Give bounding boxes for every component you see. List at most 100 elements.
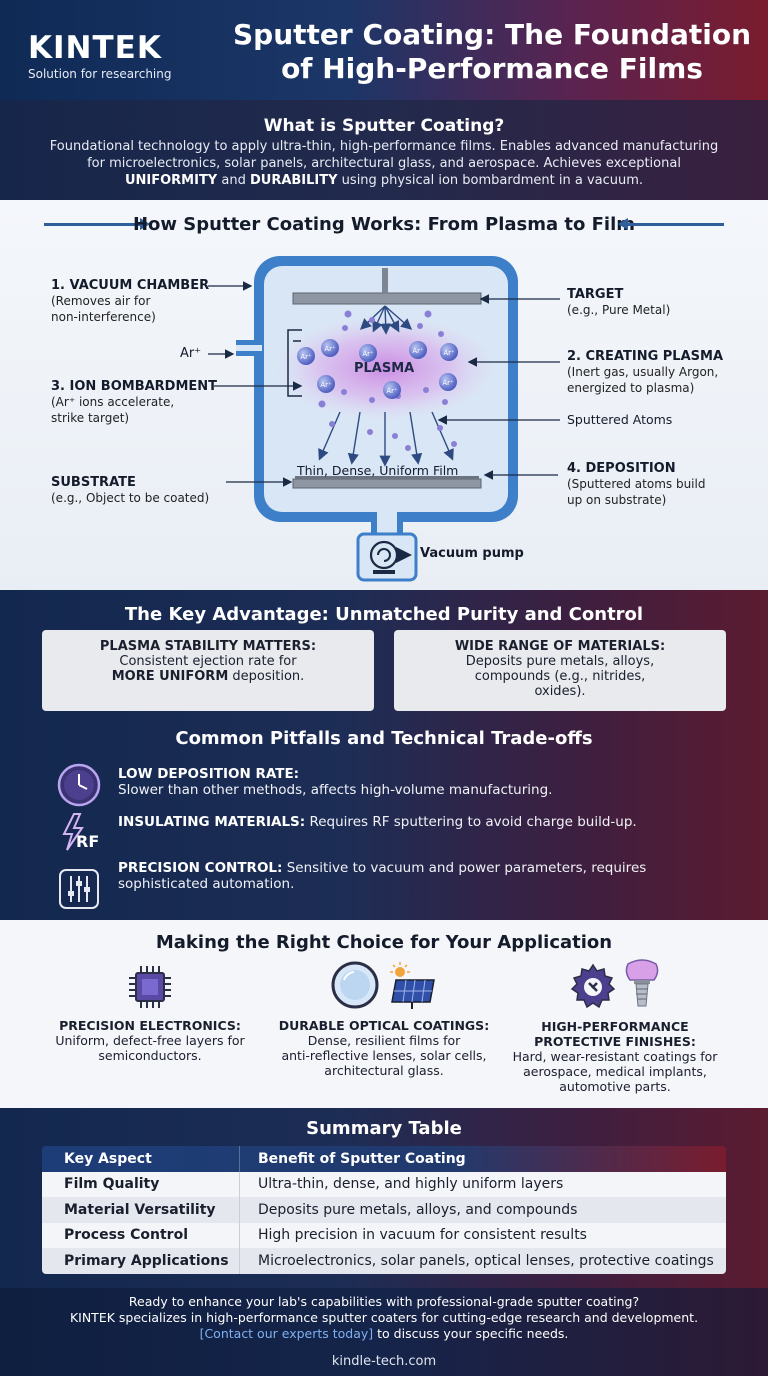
argon-ion-symbol: Ar⁺ [442,379,454,387]
pitfall-precision-text-2: sophisticated automation. [118,876,295,892]
sputter-arrows [359,305,413,335]
page-title: Sputter Coating: The Foundation of High-… [232,18,752,86]
argon-ion-symbol: Ar⁺ [320,381,332,389]
film-label: Thin, Dense, Uniform Film [297,463,459,478]
wide-materials-line-1: Deposits pure metals, alloys, [465,654,655,669]
right-arrow-icon [44,218,150,230]
substrate-plate [292,478,482,489]
footer-line-1: Ready to enhance your lab's capabilities… [128,1294,640,1309]
summary-table: Key Aspect Benefit of Sputter Coating Fi… [42,1146,726,1274]
pitfall-precision-text: Sensitive to vacuum and power parameters… [282,860,647,876]
argon-ion-symbol: Ar⁺ [362,350,374,358]
what-text-a: Foundational technology to apply ultra-t… [49,139,719,171]
argon-ion-symbol: Ar⁺ [412,347,424,355]
deposition-title: 4. DEPOSITION [567,461,676,476]
optical-coatings-line-2: anti-reflective lenses, solar cells, [281,1048,487,1063]
what-text-b: and [217,173,250,188]
argon-ion-symbol: Ar⁺ [386,387,398,395]
footer-line-2: KINTEK specializes in high-performance s… [69,1310,699,1325]
pitfall-precision-title: PRECISION CONTROL: [118,860,283,876]
pitfall-low-deposition-text: Slower than other methods, affects high-… [118,782,553,798]
page-title-line-1: Sputter Coating: The Foundation [233,18,751,51]
vacuum-chamber-desc-2: non-interference) [51,310,156,324]
pitfalls-title: Common Pitfalls and Technical Trade-offs [175,728,593,749]
plasma-stability-line-1: Consistent ejection rate for [119,654,297,669]
header-banner: KINTEK Solution for researching Sputter … [0,0,768,100]
ion-bombardment-label: 3. ION BOMBARDMENT (Ar⁺ ions accelerate,… [51,378,217,426]
target-title: TARGET [567,287,624,302]
precision-electronics-line-1: Uniform, defect-free layers for [55,1033,245,1048]
optical-coatings-title: DURABLE OPTICAL COATINGS: [278,1018,490,1033]
argon-ion-symbol: Ar⁺ [324,345,336,353]
plasma-stability-line-2-rest: deposition. [228,669,305,684]
plasma-stability-card: PLASMA STABILITY MATTERS: Consistent eje… [42,630,374,711]
optical-coatings-line-1: Dense, resilient films for [307,1033,461,1048]
ar-inlet-label: Ar⁺ [180,346,202,361]
precision-electronics-column: PRECISION ELECTRONICS: Uniform, defect-f… [35,1018,265,1063]
table-cell-aspect: Process Control [42,1222,240,1248]
substrate-desc: (e.g., Object to be coated) [51,491,210,505]
pitfall-insulating-title: INSULATING MATERIALS: [118,814,306,830]
footer-cta-rest: to discuss your specific needs. [373,1326,569,1341]
how-it-works-section: How Sputter Coating Works: From Plasma t… [0,200,768,590]
advantage-title: The Key Advantage: Unmatched Purity and … [124,604,644,625]
target-label: TARGET (e.g., Pure Metal) [567,286,670,318]
what-is-description: Foundational technology to apply ultra-t… [0,136,768,189]
logo-name: KINTEK [28,30,162,66]
footer-line-3: [Contact our experts today] to discuss y… [0,1326,768,1342]
creating-plasma-label: 2. CREATING PLASMA (Inert gas, usually A… [567,348,723,396]
table-cell-benefit: High precision in vacuum for consistent … [258,1227,587,1244]
pitfall-precision: PRECISION CONTROL: Sensitive to vacuum a… [118,860,646,892]
table-cell-aspect: Primary Applications [42,1248,240,1274]
what-is-title: What is Sputter Coating? [263,116,505,136]
substrate-title: SUBSTRATE [51,475,136,490]
wide-materials-card: WIDE RANGE OF MATERIALS: Deposits pure m… [394,630,726,711]
electrode-bracket [287,329,302,397]
protective-finishes-title: HIGH-PERFORMANCE [541,1019,689,1034]
summary-title: Summary Table [306,1118,462,1139]
rf-icon-label: RF [76,832,100,851]
table-row: Process Control High precision in vacuum… [42,1222,726,1248]
more-uniform-emphasis: MORE UNIFORM [111,669,229,684]
website-link[interactable]: kindle-tech.com [331,1354,437,1369]
vacuum-chamber-title: 1. VACUUM CHAMBER [51,278,210,293]
label-leader-arrows [208,281,560,487]
target-desc: (e.g., Pure Metal) [567,303,671,317]
left-arrow-icon [618,218,724,230]
plasma-stability-line-2: MORE UNIFORM deposition. [42,669,374,684]
contact-experts-link[interactable]: [Contact our experts today] [199,1326,374,1341]
uniformity-emphasis: UNIFORMITY [124,173,218,188]
lightning-rf-icon [62,813,84,851]
summary-section: Summary Table Key Aspect Benefit of Sput… [0,1108,768,1288]
ion-bombardment-desc-1: (Ar⁺ ions accelerate, [51,395,175,409]
table-header-row: Key Aspect Benefit of Sputter Coating [42,1146,726,1172]
kintek-logo[interactable]: KINTEK Solution for researching [28,30,171,81]
sputter-chamber-diagram: Ar⁺Ar⁺Ar⁺Ar⁺Ar⁺Ar⁺Ar⁺Ar⁺ [208,256,560,582]
creating-plasma-title: 2. CREATING PLASMA [567,349,724,364]
protective-finishes-title-2: PROTECTIVE FINISHES: [534,1034,696,1049]
vacuum-chamber-desc-1: (Removes air for [51,294,151,308]
table-cell-aspect: Material Versatility [42,1197,240,1223]
deposition-arrows [318,411,454,467]
logo-tagline: Solution for researching [28,67,172,81]
table-header-key-aspect: Key Aspect [42,1146,240,1172]
pitfall-low-deposition: LOW DEPOSITION RATE: Slower than other m… [118,766,552,798]
sputtered-atoms-label: Sputtered Atoms [567,412,673,427]
table-row: Primary Applications Microelectronics, s… [42,1248,726,1274]
table-cell-benefit: Deposits pure metals, alloys, and compou… [258,1201,578,1218]
argon-ion-symbol: Ar⁺ [300,353,312,361]
vacuum-pump-icon [356,532,418,582]
table-cell-benefit: Ultra-thin, dense, and highly uniform la… [258,1176,564,1193]
pitfall-insulating-text: Requires RF sputtering to avoid charge b… [305,814,637,830]
lens-icon [331,961,379,1009]
vacuum-chamber-label: 1. VACUUM CHAMBER (Removes air for non-i… [51,277,209,325]
ion-bombardment-title: 3. ION BOMBARDMENT [51,379,218,394]
clock-icon [57,763,101,807]
sliders-icon [59,869,99,909]
pitfall-insulating: INSULATING MATERIALS: Requires RF sputte… [118,814,637,830]
what-is-section: What is Sputter Coating? Foundational te… [0,100,768,200]
deposition-desc-1: (Sputtered atoms build [567,477,706,491]
table-row: Film Quality Ultra-thin, dense, and high… [42,1171,726,1197]
application-choice-title: Making the Right Choice for Your Applica… [155,932,613,953]
page-title-line-2: of High-Performance Films [281,52,703,85]
